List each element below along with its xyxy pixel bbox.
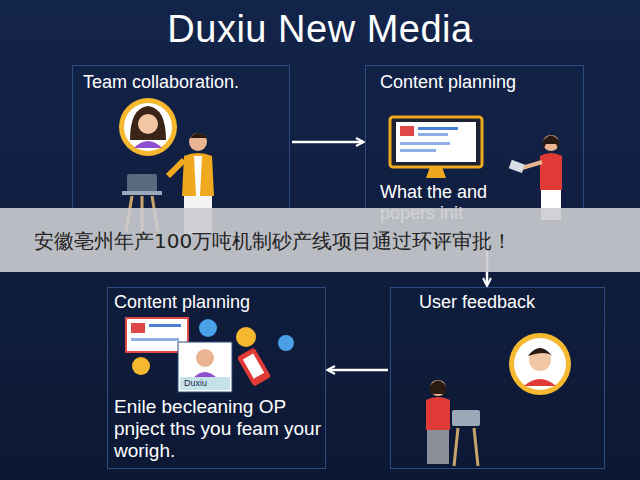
flow-arrow [292,141,363,144]
hair [190,133,207,138]
hair [543,136,559,151]
tablet [509,160,525,173]
overlay-banner: 安徽亳州年产100万吨机制砂产线项目通过环评审批！ [0,208,640,272]
coin [132,357,150,375]
trousers [427,430,449,464]
avatar-ring [509,333,571,395]
card-block [131,323,145,333]
avatar-ring [119,98,177,156]
screen-line [400,142,450,145]
jacket [182,153,214,196]
screen-line [418,127,458,130]
stand [454,428,478,466]
hair [528,348,552,356]
panel-title: User feedback [419,292,599,313]
panel-box: User feedback [390,287,605,469]
panel-body: Enile becleaning OP pnject ths you feam … [114,396,322,462]
shirt [426,397,450,430]
head [430,380,446,396]
card-line [149,324,181,327]
shirt [194,156,202,196]
shirt [524,379,556,386]
head [189,133,207,151]
panel-title: Content planning [380,72,580,93]
shirt [134,141,162,148]
arm [168,160,184,176]
monitor [390,117,482,167]
screen [396,122,476,162]
card-line [131,338,179,341]
laptop [452,410,480,426]
panel-title: Team collaboration. [83,72,283,93]
banner-text: 安徽亳州年产100万吨机制砂产线项目通过环评审批！ [34,228,512,255]
panel-box: Content planningEnile becleaning OP pnje… [107,287,326,469]
avatar-bg [514,338,566,390]
screen-line [400,149,436,152]
diagram-title: Duxiu New Media [0,8,640,51]
phone-screen [243,354,264,379]
bubble [199,319,217,337]
laptop [127,174,157,192]
laptop-base [122,191,162,195]
screen-line [418,133,448,136]
panel-title: Content planning [114,292,314,313]
hair [430,381,446,395]
phone [237,347,271,386]
bubble [278,335,294,351]
face [138,114,158,134]
screen-block [400,126,414,136]
head [543,135,559,151]
name-plate [180,377,230,390]
coin [236,327,256,347]
face [529,349,551,371]
profile-card [178,342,232,392]
arm [522,162,542,168]
monitor-stand [426,167,446,178]
card-label: Duxiu [184,378,207,388]
hair [130,106,166,140]
shirt [540,153,562,190]
flow-arrow [328,369,388,372]
avatar-bg [124,103,172,151]
face [196,349,214,367]
